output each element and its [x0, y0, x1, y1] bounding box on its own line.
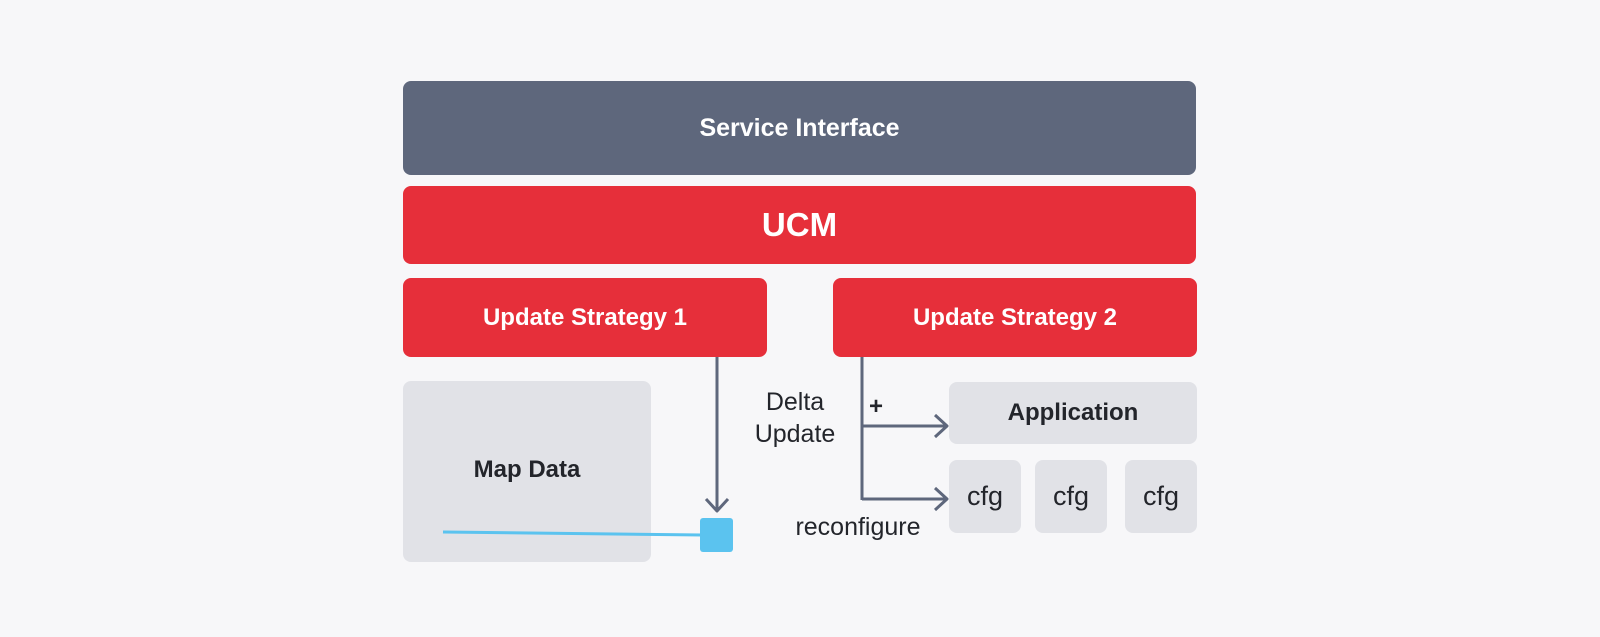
- delta-update-line-2: Update: [754, 420, 836, 448]
- delta-update-label: Delta Update: [740, 386, 850, 450]
- cfg-box-3: cfg: [1125, 460, 1197, 533]
- ucm-label: UCM: [761, 206, 838, 243]
- delta-update-line-1: Delta: [765, 388, 825, 416]
- map-data-marker: [700, 518, 733, 552]
- strategy-1-arrowhead: [704, 497, 730, 513]
- service-interface-label: Service Interface: [699, 113, 900, 142]
- plus-label: +: [868, 393, 883, 420]
- cfg-box-2: cfg: [1035, 460, 1107, 533]
- reconfigure-label: reconfigure: [795, 513, 921, 541]
- ucm-block: UCM: [403, 186, 1196, 264]
- update-strategy-1-block: Update Strategy 1: [403, 278, 767, 357]
- update-strategy-2-label: Update Strategy 2: [912, 303, 1118, 331]
- service-interface-block: Service Interface: [403, 81, 1196, 175]
- map-data-link-line: [442, 530, 703, 537]
- cfg-label: cfg: [1052, 481, 1090, 511]
- cfg-label: cfg: [1142, 481, 1180, 511]
- update-strategy-2-block: Update Strategy 2: [833, 278, 1197, 357]
- delta-update-arrowhead: [933, 413, 949, 439]
- reconfigure-arrowhead: [933, 486, 949, 512]
- cfg-box-1: cfg: [949, 460, 1021, 533]
- cfg-label: cfg: [966, 481, 1004, 511]
- application-label: Application: [1007, 399, 1139, 426]
- map-data-label: Map Data: [473, 456, 581, 483]
- application-block: Application: [949, 382, 1197, 444]
- update-strategy-1-label: Update Strategy 1: [482, 303, 688, 331]
